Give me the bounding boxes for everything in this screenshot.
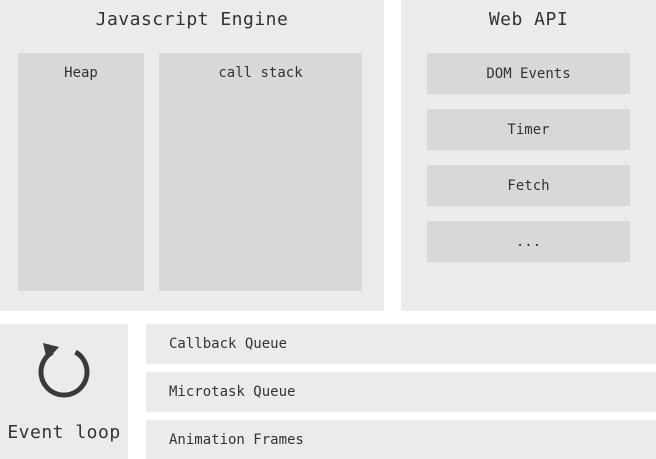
web-api-item-more: ... [427,221,630,262]
call-stack-box: call stack [159,53,362,291]
web-api-item-timer: Timer [427,109,630,150]
web-api-item-fetch: Fetch [427,165,630,206]
heap-label: Heap [64,65,98,81]
rotate-arrow-icon [28,336,100,408]
animation-frames-queue: Animation Frames [146,420,656,459]
javascript-engine-panel: Javascript Engine Heap call stack [0,0,384,311]
web-api-panel: Web API DOM Events Timer Fetch ... [401,0,656,311]
callback-queue: Callback Queue [146,324,656,364]
web-api-title: Web API [488,9,569,30]
javascript-engine-title: Javascript Engine [95,9,289,30]
web-api-item-dom-events: DOM Events [427,53,630,94]
heap-box: Heap [18,53,144,291]
call-stack-label: call stack [218,65,303,81]
microtask-queue: Microtask Queue [146,372,656,412]
event-loop-label: Event loop [7,422,121,443]
event-loop-panel: Event loop [0,324,128,459]
